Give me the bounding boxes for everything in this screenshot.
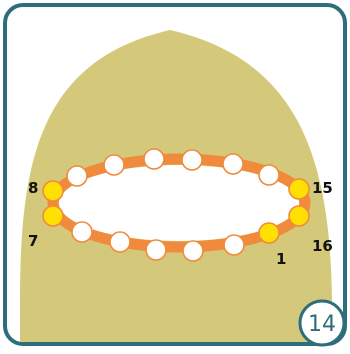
bead-2 [223,234,245,256]
bead-12 [181,149,203,171]
bead-6 [71,221,93,243]
bead-8 [42,180,64,202]
bead-11 [143,148,165,170]
page-number-badge: 14 [298,299,346,347]
bead-9 [66,165,88,187]
page-number-circle [298,299,346,347]
bead-label-7: 7 [28,232,38,250]
bead-4 [145,239,167,261]
bead-label-1: 1 [276,250,286,268]
bead-16 [288,205,310,227]
bead-7 [42,205,64,227]
bead-3 [182,240,204,262]
beads-group [42,148,310,262]
page-number: 14 [308,312,336,337]
ring-center [59,165,299,241]
bead-ring [47,153,311,253]
bead-10 [103,154,125,176]
bead-label-15: 15 [312,179,333,197]
bead-14 [258,164,280,186]
bead-5 [109,231,131,253]
bead-1 [258,222,280,244]
bead-13 [222,153,244,175]
bead-label-16: 16 [312,237,333,255]
bead-15 [288,178,310,200]
bead-label-8: 8 [28,179,38,197]
